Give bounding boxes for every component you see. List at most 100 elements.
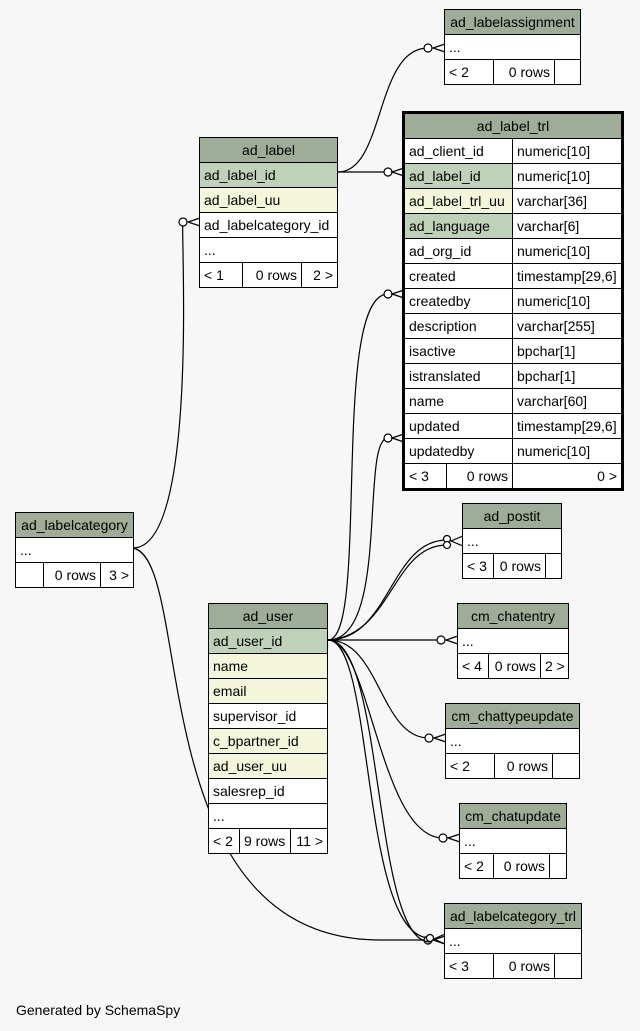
row-count: 0 rows bbox=[488, 654, 540, 678]
children-count[interactable]: 2 > bbox=[540, 654, 568, 678]
column-name: istranslated bbox=[409, 368, 481, 384]
more-columns-ellipsis: ... bbox=[20, 542, 32, 558]
column-type: numeric[10] bbox=[512, 164, 621, 188]
edge-crowfoot bbox=[444, 635, 459, 645]
column-name: name bbox=[409, 393, 445, 409]
edge-crowfoot bbox=[432, 933, 446, 945]
table-title[interactable]: ad_labelassignment bbox=[445, 10, 580, 35]
column-type: numeric[10] bbox=[512, 289, 621, 313]
parents-count[interactable]: < 2 bbox=[464, 858, 484, 874]
edge-end-marker bbox=[424, 733, 434, 743]
parents-count[interactable]: < 3 bbox=[467, 558, 487, 574]
children-count[interactable] bbox=[545, 554, 561, 578]
table-title[interactable]: cm_chattypeupdate bbox=[446, 704, 579, 729]
parents-count[interactable]: < 4 bbox=[462, 658, 482, 674]
more-columns-ellipsis: ... bbox=[213, 808, 225, 824]
children-count[interactable] bbox=[552, 754, 579, 778]
column-indexed: email bbox=[213, 683, 247, 699]
children-count[interactable] bbox=[554, 60, 580, 84]
edge-crowfoot bbox=[449, 535, 464, 547]
table-ad_postit[interactable]: ad_postit ... < 3 0 rows bbox=[462, 503, 562, 579]
table-ad_label[interactable]: ad_label ad_label_id ad_label_uu ad_labe… bbox=[199, 137, 338, 288]
table-cm_chatupdate[interactable]: cm_chatupdate ... < 2 0 rows bbox=[459, 803, 567, 879]
table-cm_chattypeupdate[interactable]: cm_chattypeupdate ... < 2 0 rows bbox=[445, 703, 580, 779]
table-title[interactable]: ad_labelcategory bbox=[16, 513, 133, 538]
column-indexed: ad_label_uu bbox=[204, 192, 281, 208]
edge-ad_user-ad_labelcategory_trl bbox=[327, 639, 431, 943]
column-type: varchar[6] bbox=[512, 214, 621, 238]
parents-count[interactable]: < 2 bbox=[449, 64, 469, 80]
row-count: 0 rows bbox=[493, 554, 545, 578]
column-type: timestamp[29,6] bbox=[512, 264, 621, 288]
row-count: 0 rows bbox=[493, 60, 554, 84]
table-ad_labelcategory_trl[interactable]: ad_labelcategory_trl ... < 3 0 rows bbox=[444, 903, 582, 979]
column-indexed: c_bpartner_id bbox=[213, 733, 299, 749]
column-indexed: ad_user_uu bbox=[213, 758, 287, 774]
edge-crowfoot bbox=[390, 167, 405, 177]
children-count[interactable]: 11 > bbox=[290, 829, 327, 853]
edge-end-marker bbox=[438, 833, 448, 843]
column-name: description bbox=[409, 318, 477, 334]
edge-ad_user-ad_label_trl-updatedby bbox=[327, 437, 389, 641]
column-name: isactive bbox=[409, 343, 456, 359]
column-name: ad_label_trl_uu bbox=[405, 189, 512, 213]
children-count[interactable]: 3 > bbox=[100, 563, 133, 587]
generated-by-footer: Generated by SchemaSpy bbox=[16, 1002, 181, 1018]
children-count[interactable]: 0 > bbox=[512, 464, 621, 488]
table-ad_user[interactable]: ad_user ad_user_id name email supervisor… bbox=[208, 603, 328, 854]
table-cm_chatentry[interactable]: cm_chatentry ... < 4 0 rows 2 > bbox=[457, 603, 569, 679]
children-count[interactable]: 2 > bbox=[301, 263, 337, 287]
table-title[interactable]: ad_label_trl bbox=[405, 114, 621, 139]
column-type: timestamp[29,6] bbox=[512, 414, 621, 438]
parents-count[interactable]: < 1 bbox=[204, 267, 224, 283]
column-name: created bbox=[409, 268, 456, 284]
edge-crowfoot bbox=[431, 43, 446, 53]
edge-crowfoot bbox=[432, 733, 447, 743]
row-count: 0 rows bbox=[43, 563, 100, 587]
table-title[interactable]: cm_chatupdate bbox=[460, 804, 566, 829]
column-name: ad_label_id bbox=[405, 164, 512, 188]
column-name: ad_language bbox=[405, 214, 512, 238]
edge-ad_user-ad_labelcategory_trl bbox=[327, 639, 431, 939]
more-columns-ellipsis: ... bbox=[464, 833, 476, 849]
children-count[interactable] bbox=[549, 854, 566, 878]
table-title[interactable]: ad_labelcategory_trl bbox=[445, 904, 581, 929]
table-title[interactable]: ad_postit bbox=[463, 504, 561, 529]
more-columns-ellipsis: ... bbox=[462, 633, 474, 649]
edge-crowfoot bbox=[446, 833, 461, 843]
column-type: numeric[10] bbox=[512, 139, 621, 163]
edge-end-marker bbox=[436, 635, 446, 645]
column: ad_labelcategory_id bbox=[204, 217, 330, 233]
column-primary-key: ad_user_id bbox=[213, 633, 283, 649]
table-title[interactable]: ad_label bbox=[200, 138, 337, 163]
table-title[interactable]: ad_user bbox=[209, 604, 327, 629]
column-type: varchar[255] bbox=[512, 314, 621, 338]
edge-ad_user-ad_postit bbox=[327, 544, 448, 641]
row-count: 0 rows bbox=[493, 954, 554, 978]
parents-count[interactable]: < 2 bbox=[213, 833, 233, 849]
children-count[interactable] bbox=[554, 954, 581, 978]
table-ad_labelassignment[interactable]: ad_labelassignment ... < 2 0 rows bbox=[444, 9, 581, 85]
edge-ad_user-ad_label_trl-createdby bbox=[327, 293, 389, 641]
table-ad_labelcategory[interactable]: ad_labelcategory ... 0 rows 3 > bbox=[15, 512, 134, 588]
column-primary-key: ad_label_id bbox=[204, 167, 276, 183]
edge-ad_user-ad_postit bbox=[327, 539, 448, 641]
more-columns-ellipsis: ... bbox=[449, 933, 461, 949]
parents-count[interactable] bbox=[16, 563, 43, 587]
column-type: bpchar[1] bbox=[512, 364, 621, 388]
table-title[interactable]: cm_chatentry bbox=[458, 604, 568, 629]
parents-count[interactable]: < 3 bbox=[449, 958, 469, 974]
column-name: updatedby bbox=[409, 443, 475, 459]
parents-count[interactable]: < 3 bbox=[409, 468, 429, 484]
edge-crowfoot bbox=[390, 289, 405, 299]
more-columns-ellipsis: ... bbox=[445, 35, 580, 59]
column-name: ad_org_id bbox=[409, 243, 472, 259]
edge-end-marker bbox=[178, 217, 188, 227]
more-columns-ellipsis: ... bbox=[467, 533, 479, 549]
parents-count[interactable]: < 2 bbox=[450, 758, 470, 774]
column-indexed: name bbox=[213, 658, 249, 674]
row-count: 9 rows bbox=[239, 829, 290, 853]
column-type: varchar[36] bbox=[512, 189, 621, 213]
